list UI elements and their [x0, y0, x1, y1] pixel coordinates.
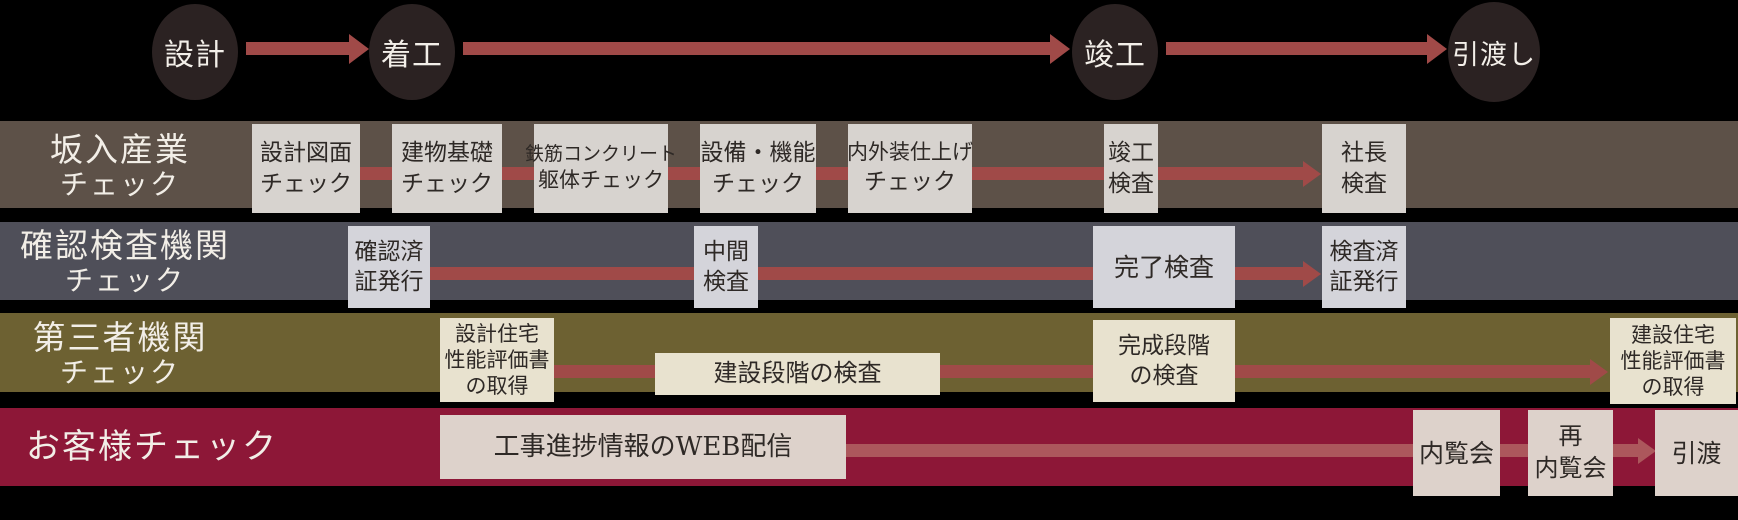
box-text: チェック [260, 170, 352, 197]
arrow-design-to-start-icon [246, 42, 350, 55]
box-text: の検査 [1129, 363, 1199, 389]
box-text: 検査済 [1329, 238, 1399, 265]
box-text: の取得 [465, 374, 529, 399]
milestone-label: 引渡し [1452, 39, 1536, 71]
milestone-label: 設計 [164, 38, 226, 73]
connector-bar-icon [554, 365, 655, 378]
box-text: チェック [401, 170, 493, 197]
row-inspection-agency-band [0, 222, 1738, 300]
construction-housing-performance-evaluation-box: 建設住宅 性能評価書 の取得 [1610, 318, 1736, 404]
milestone-design: 設計 [152, 4, 238, 100]
connector-arrow-icon [1158, 167, 1304, 180]
handover-box: 引渡 [1655, 410, 1738, 496]
president-inspection-box: 社長 検査 [1322, 124, 1406, 213]
row-label-line1: お客様チェック [26, 427, 278, 467]
box-text: 社長 [1341, 140, 1387, 167]
open-house-box: 内覧会 [1413, 410, 1500, 496]
milestone-handover: 引渡し [1448, 2, 1540, 102]
row-label-inspection-agency: 確認検査機関 チェック [0, 227, 250, 297]
box-text: 確認済 [354, 238, 424, 265]
row-label-line2: チェック [64, 263, 185, 297]
box-text: 内外装仕上げ [847, 140, 973, 165]
box-text: 設備・機能 [700, 140, 816, 167]
box-text: 設計図面 [260, 140, 352, 167]
box-text: の取得 [1641, 375, 1705, 400]
box-text: 工事進捗情報のWEB配信 [493, 431, 793, 462]
row-label-customer: お客様チェック [26, 427, 326, 467]
design-housing-performance-evaluation-box: 設計住宅 性能評価書 の取得 [440, 318, 554, 402]
arrow-completion-to-handover-icon [1166, 42, 1428, 55]
row-label-sakairi: 坂入産業 チェック [0, 131, 240, 201]
building-foundation-check-box: 建物基礎 チェック [392, 124, 502, 213]
row-label-line1: 坂入産業 [50, 130, 190, 169]
milestone-label: 竣工 [1084, 38, 1146, 73]
row-label-line2: チェック [59, 167, 180, 201]
box-text: 竣工 [1108, 140, 1154, 167]
row-label-line1: 第三者機関 [32, 318, 208, 357]
box-text: 証発行 [1329, 269, 1399, 295]
construction-progress-web-delivery-box: 工事進捗情報のWEB配信 [440, 415, 846, 479]
completion-stage-inspection-box: 完成段階 の検査 [1093, 320, 1235, 402]
milestone-completion: 竣工 [1072, 4, 1158, 100]
re-open-house-box: 再 内覧会 [1528, 410, 1613, 496]
connector-arrow-icon [1235, 267, 1304, 280]
box-text: 引渡 [1671, 438, 1722, 468]
equipment-function-check-box: 設備・機能 チェック [700, 124, 816, 213]
connector-bar-icon [846, 444, 1413, 457]
connector-arrow-icon [1613, 444, 1639, 457]
connector-bar-icon [1500, 444, 1528, 457]
row-label-line2: チェック [59, 355, 180, 389]
box-text: 建設住宅 [1631, 322, 1715, 347]
box-text: 性能評価書 [1620, 348, 1726, 373]
box-text: 性能評価書 [444, 347, 550, 372]
box-text: 建物基礎 [401, 140, 493, 167]
connector-bar-icon [972, 167, 1104, 180]
box-text: チェック [712, 170, 804, 197]
connector-arrow-icon [1235, 365, 1591, 378]
row-label-third-party: 第三者機関 チェック [0, 319, 240, 389]
connector-bar-icon [668, 167, 700, 180]
box-text: 設計住宅 [455, 321, 539, 346]
connector-bar-icon [502, 167, 534, 180]
box-text: 躯体チェック [538, 168, 664, 193]
box-text: 検査 [1341, 170, 1387, 197]
connector-bar-icon [816, 167, 848, 180]
box-text: 検査 [703, 269, 749, 295]
construction-stage-inspection-box: 建設段階の検査 [655, 353, 940, 395]
final-inspection-box: 完了検査 [1093, 226, 1235, 308]
milestone-label: 着工 [381, 38, 443, 73]
connector-bar-icon [758, 267, 1093, 280]
connector-bar-icon [360, 167, 392, 180]
box-text: 完成段階 [1118, 332, 1210, 359]
connector-bar-icon [940, 365, 1093, 378]
confirmation-certificate-issue-box: 確認済 証発行 [348, 226, 430, 308]
box-text: 鉄筋コンクリート [525, 143, 678, 166]
arrow-start-to-completion-icon [463, 42, 1051, 55]
box-text: 内覧会 [1418, 438, 1494, 468]
interior-exterior-finish-check-box: 内外装仕上げ チェック [847, 124, 973, 213]
box-text: 完了検査 [1113, 252, 1214, 282]
rc-frame-check-box: 鉄筋コンクリート 躯体チェック [525, 124, 677, 213]
box-text: 建設段階の検査 [713, 359, 882, 388]
inspection-certificate-issue-box: 検査済 証発行 [1322, 226, 1406, 308]
design-drawing-check-box: 設計図面 チェック [252, 124, 360, 213]
box-text: 証発行 [354, 269, 424, 295]
completion-inspection-box: 竣工 検査 [1104, 124, 1158, 213]
row-label-line1: 確認検査機関 [20, 226, 230, 265]
box-text: チェック [864, 169, 956, 196]
box-text: 検査 [1108, 170, 1154, 197]
box-text: 内覧会 [1534, 454, 1607, 482]
interim-inspection-box: 中間 検査 [694, 226, 758, 308]
box-text: 中間 [703, 238, 749, 265]
box-text: 再 [1558, 422, 1583, 451]
connector-bar-icon [430, 267, 694, 280]
milestone-construction-start: 着工 [369, 4, 455, 100]
